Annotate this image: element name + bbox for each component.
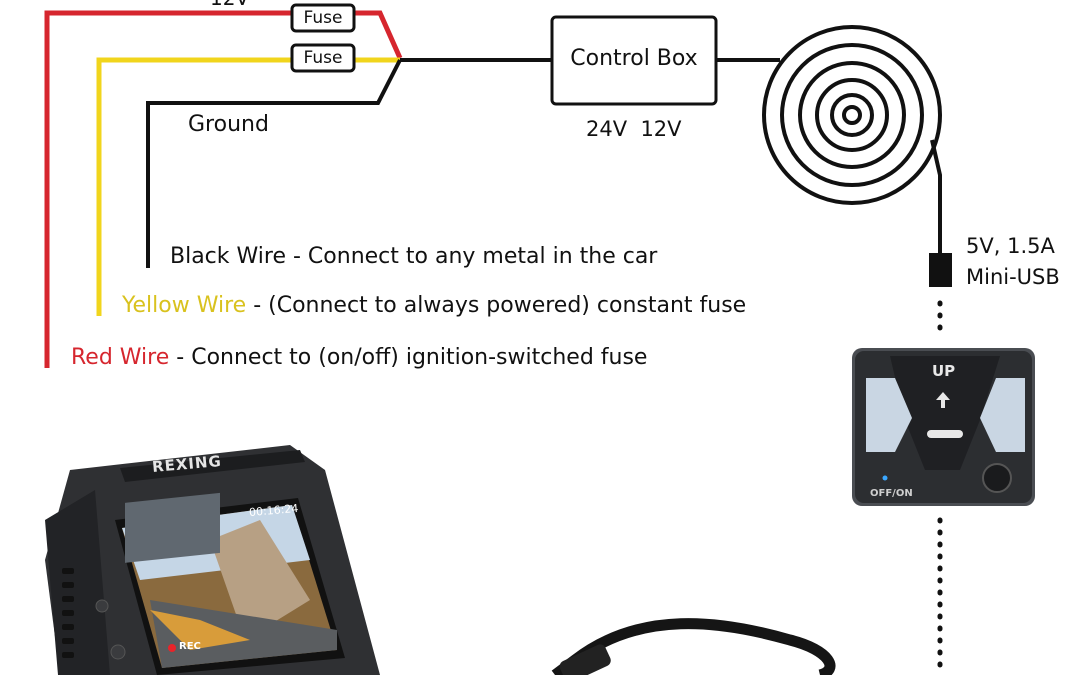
windshield-mount bbox=[852, 348, 1035, 506]
cable-coil bbox=[762, 25, 942, 205]
mount-left-pad bbox=[866, 378, 912, 452]
black-wire-note: Black Wire - Connect to any metal in the… bbox=[170, 244, 657, 269]
fuse-label-2: Fuse bbox=[303, 48, 343, 68]
fuse-2 bbox=[290, 43, 356, 73]
rear-camera-inset bbox=[125, 492, 220, 563]
coil-to-usb-wire bbox=[930, 139, 942, 255]
black-wire-name: Black Wire bbox=[170, 244, 286, 269]
mount-switch-label: OFF/ON bbox=[870, 488, 913, 499]
red-wire-note: Red Wire - Connect to (on/off) ignition-… bbox=[71, 345, 647, 370]
yellow-wire-note: Yellow Wire - (Connect to always powered… bbox=[122, 293, 746, 318]
cable-connector bbox=[559, 644, 611, 675]
control-box-label: Control Box bbox=[570, 46, 698, 71]
yellow-wire bbox=[96, 57, 400, 316]
usb-spec-line1: 5V, 1.5A bbox=[966, 234, 1055, 258]
camera-rec-label: REC bbox=[179, 641, 201, 652]
mount-led bbox=[882, 475, 888, 481]
fuse-label-1: Fuse bbox=[303, 8, 343, 28]
top-voltage-label: 12V bbox=[210, 0, 249, 10]
yellow-wire-name: Yellow Wire bbox=[122, 293, 247, 318]
ground-wire bbox=[146, 59, 402, 268]
dash-cam bbox=[45, 445, 380, 675]
yellow-wire-desc: - (Connect to always powered) constant f… bbox=[246, 293, 747, 318]
control-box-voltages: 24V 12V bbox=[586, 117, 682, 141]
red-wire bbox=[44, 10, 403, 368]
red-wire-desc: - Connect to (on/off) ignition-switched … bbox=[169, 345, 648, 370]
power-cable bbox=[551, 618, 836, 675]
usb-spec-line2: Mini-USB bbox=[966, 265, 1060, 289]
mount-up-label: UP bbox=[932, 362, 956, 380]
black-wire-desc: - Connect to any metal in the car bbox=[286, 244, 658, 269]
mini-usb-plug bbox=[929, 253, 952, 287]
ground-label: Ground bbox=[188, 112, 269, 137]
mount-power-button bbox=[982, 463, 1012, 493]
red-wire-name: Red Wire bbox=[71, 345, 170, 370]
mount-right-pad bbox=[980, 378, 1025, 452]
fuse-1 bbox=[290, 3, 356, 33]
rec-indicator bbox=[168, 644, 176, 652]
